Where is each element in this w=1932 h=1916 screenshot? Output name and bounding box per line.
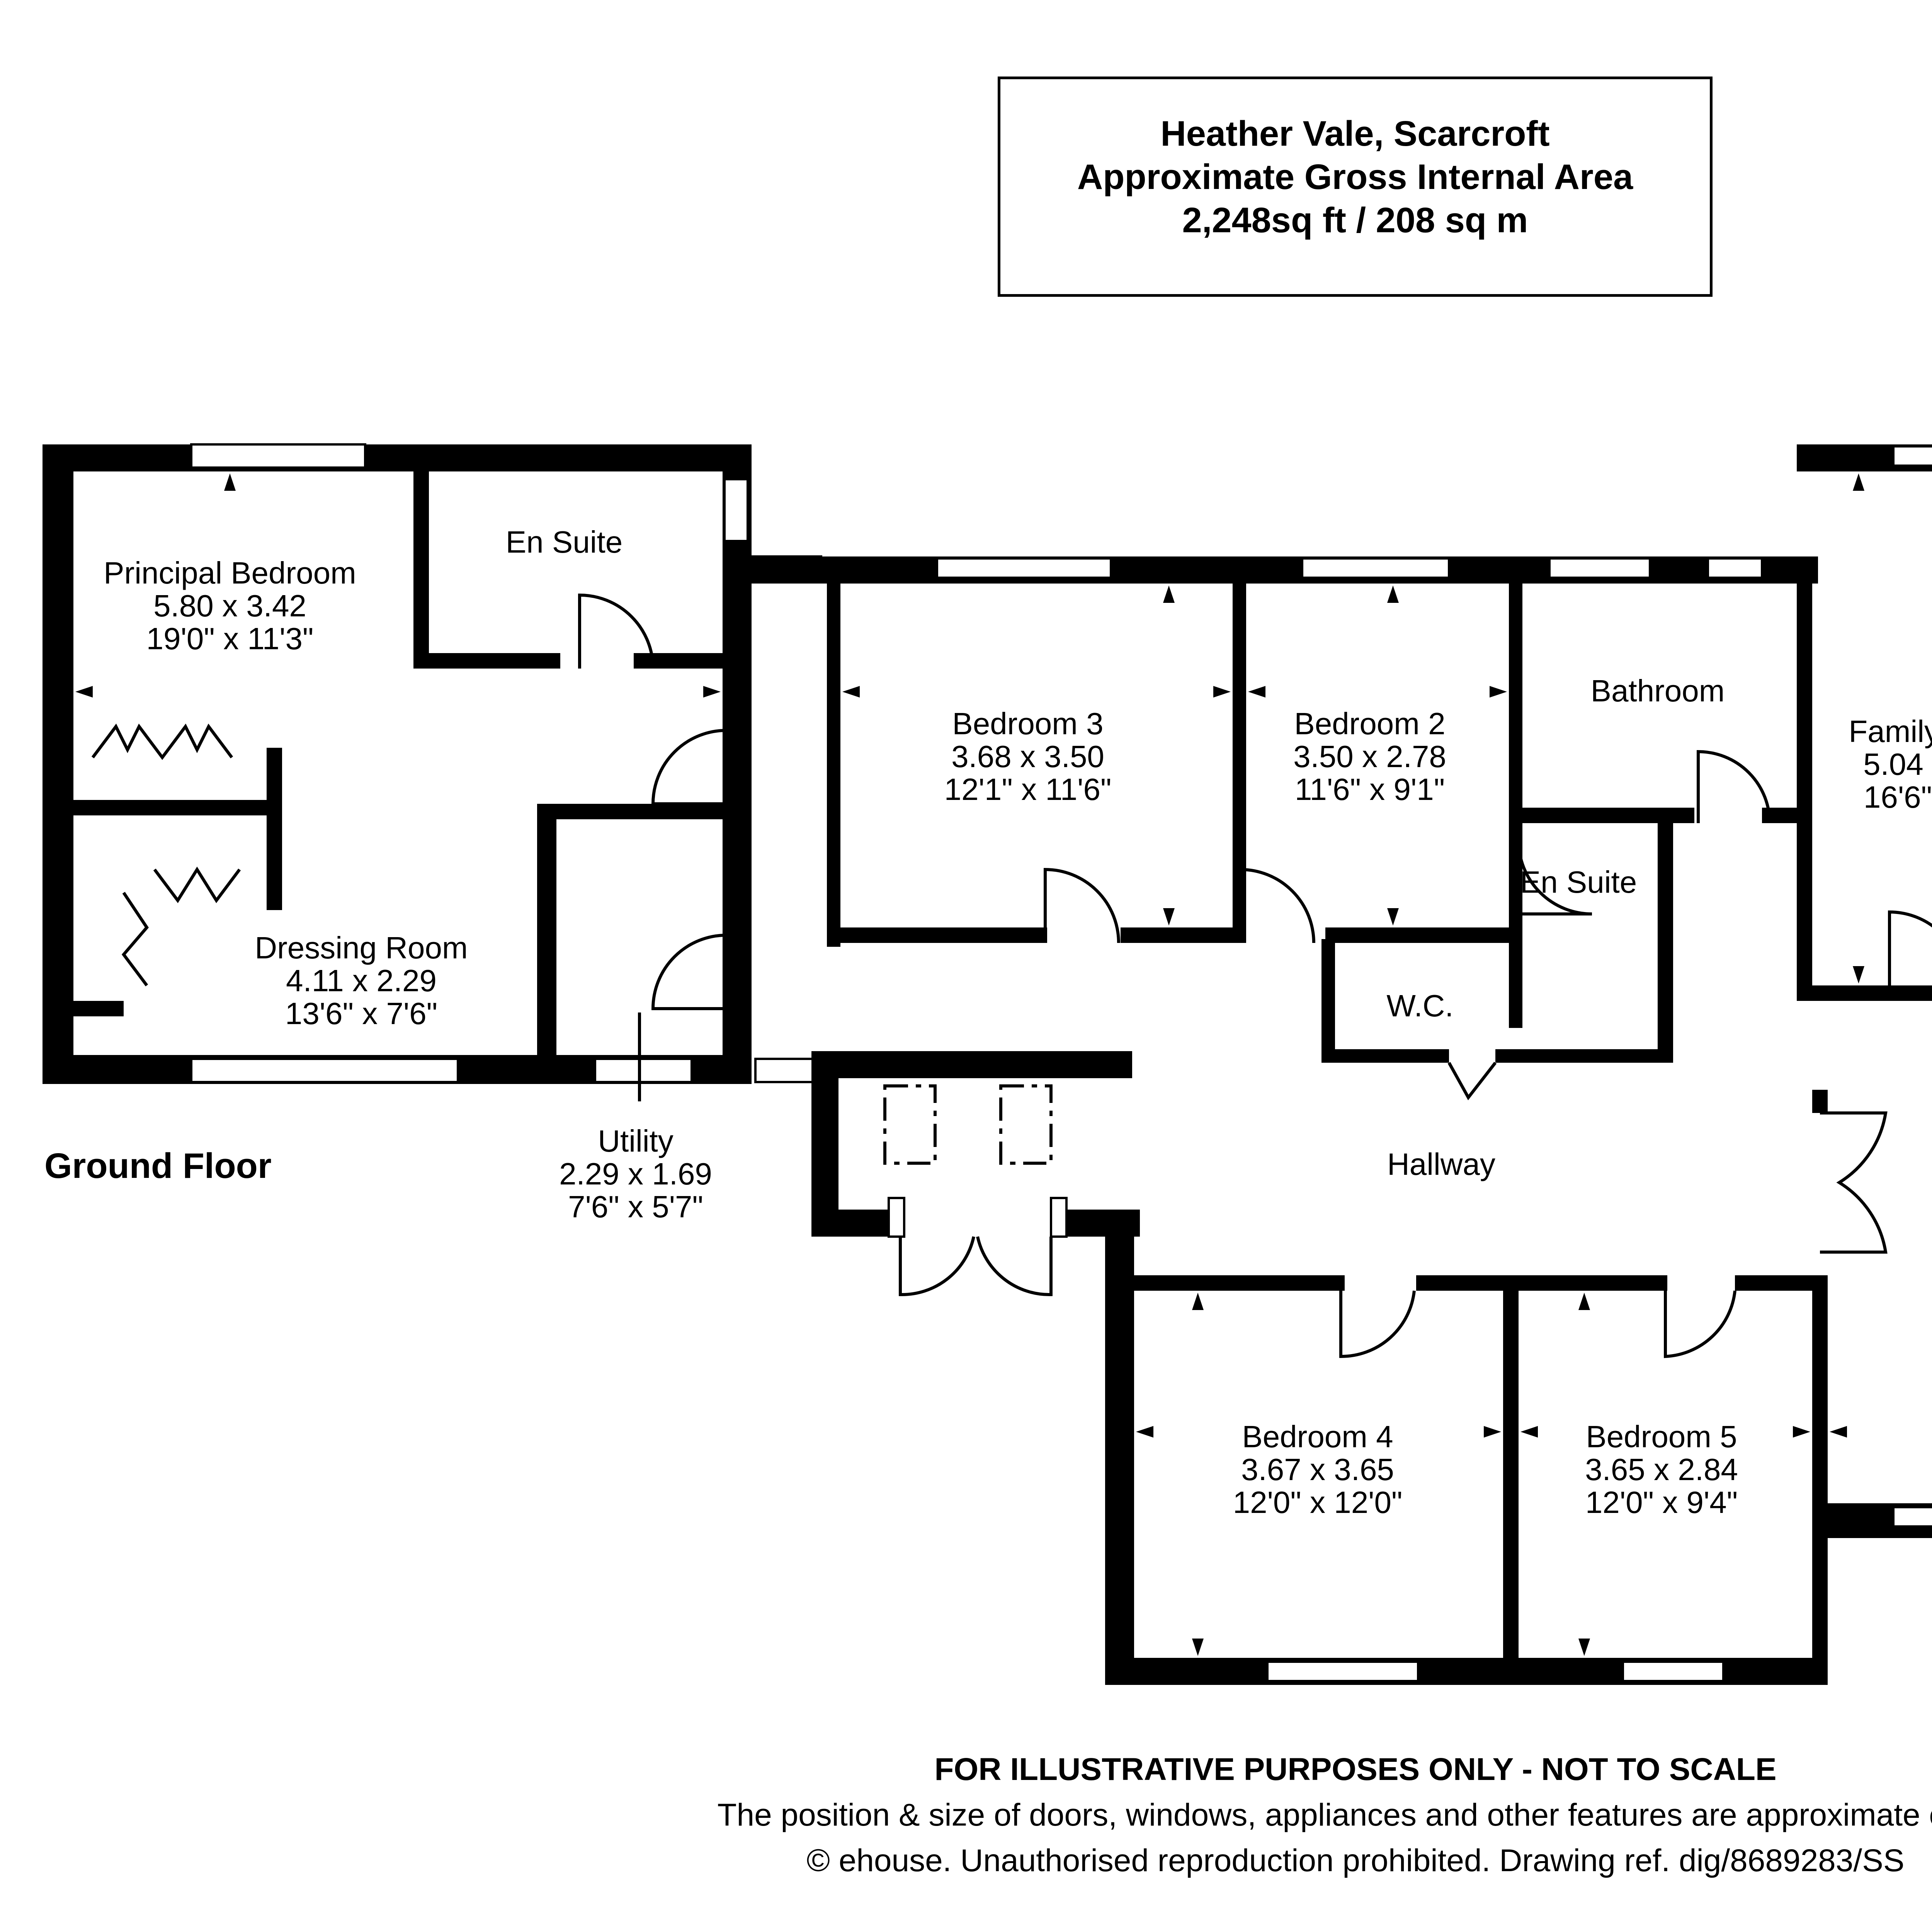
svg-text:Bedroom 2: Bedroom 2 bbox=[1294, 706, 1445, 741]
footer: FOR ILLUSTRATIVE PURPOSES ONLY - NOT TO … bbox=[0, 1747, 1932, 1884]
south-walls bbox=[811, 1051, 1932, 1685]
room-label-family-room: Family Room 5.04 x 2.33 16'6" x 7'8" bbox=[1849, 714, 1932, 814]
left-wing-doors bbox=[91, 593, 727, 1010]
svg-text:Dressing Room: Dressing Room bbox=[255, 931, 468, 965]
svg-text:3.65 x 2.84: 3.65 x 2.84 bbox=[1585, 1452, 1738, 1487]
title-box: Heather Vale, Scarcroft Approximate Gros… bbox=[998, 77, 1713, 297]
svg-text:4.11 x 2.29: 4.11 x 2.29 bbox=[286, 963, 437, 998]
svg-text:Utility: Utility bbox=[598, 1124, 673, 1158]
south-windows bbox=[888, 1197, 1932, 1682]
svg-text:2.29 x 1.69: 2.29 x 1.69 bbox=[559, 1157, 712, 1191]
svg-text:Principal Bedroom: Principal Bedroom bbox=[104, 556, 356, 590]
east-doors bbox=[1888, 910, 1932, 985]
room-label-bathroom: Bathroom bbox=[1591, 674, 1725, 708]
dimension-arrows bbox=[75, 473, 1864, 1656]
copyright: © ehouse. Unauthorised reproduction proh… bbox=[806, 1843, 1905, 1878]
svg-text:Bedroom 3: Bedroom 3 bbox=[952, 706, 1103, 741]
room-label-utility: Utility 2.29 x 1.69 7'6" x 5'7" bbox=[559, 1124, 712, 1224]
approximation-note: The position & size of doors, windows, a… bbox=[717, 1797, 1932, 1833]
svg-text:12'0" x 12'0": 12'0" x 12'0" bbox=[1233, 1485, 1403, 1520]
svg-text:3.67 x 3.65: 3.67 x 3.65 bbox=[1241, 1452, 1394, 1487]
svg-text:5.80 x 3.42: 5.80 x 3.42 bbox=[153, 589, 306, 623]
area-label: Approximate Gross Internal Area bbox=[1077, 157, 1633, 197]
svg-text:13'6" x 7'6": 13'6" x 7'6" bbox=[285, 996, 437, 1031]
svg-text:Bedroom 5: Bedroom 5 bbox=[1586, 1419, 1737, 1454]
property-name: Heather Vale, Scarcroft bbox=[1160, 114, 1550, 153]
hall-skylights bbox=[883, 1084, 1053, 1165]
svg-text:3.68 x 3.50: 3.68 x 3.50 bbox=[951, 739, 1104, 774]
svg-text:Family Room: Family Room bbox=[1849, 714, 1932, 749]
svg-text:7'6" x 5'7": 7'6" x 5'7" bbox=[568, 1189, 703, 1224]
svg-text:5.04 x 2.33: 5.04 x 2.33 bbox=[1863, 747, 1932, 781]
room-label-bedroom-3: Bedroom 3 3.68 x 3.50 12'1" x 11'6" bbox=[944, 706, 1112, 807]
svg-text:16'6" x 7'8": 16'6" x 7'8" bbox=[1864, 780, 1932, 814]
central-doors bbox=[1044, 750, 1771, 1101]
room-label-dressing-room: Dressing Room 4.11 x 2.29 13'6" x 7'6" bbox=[255, 931, 468, 1031]
room-label-en-suite-1: En Suite bbox=[506, 525, 622, 559]
disclaimer: FOR ILLUSTRATIVE PURPOSES ONLY - NOT TO … bbox=[934, 1752, 1777, 1787]
room-label-bedroom-2: Bedroom 2 3.50 x 2.78 11'6" x 9'1" bbox=[1293, 706, 1446, 807]
room-label-wc: W.C. bbox=[1386, 989, 1453, 1023]
svg-text:12'1" x 11'6": 12'1" x 11'6" bbox=[944, 772, 1112, 807]
room-label-hallway: Hallway bbox=[1387, 1147, 1495, 1181]
svg-text:Bedroom 4: Bedroom 4 bbox=[1242, 1419, 1393, 1454]
floor-label: Ground Floor bbox=[44, 1146, 272, 1186]
svg-text:12'0" x 9'4": 12'0" x 9'4" bbox=[1585, 1485, 1738, 1520]
south-doors bbox=[899, 1111, 1888, 1358]
svg-text:11'6" x 9'1": 11'6" x 9'1" bbox=[1295, 772, 1445, 807]
room-label-principal-bedroom: Principal Bedroom 5.80 x 3.42 19'0" x 11… bbox=[104, 556, 356, 656]
room-label-bedroom-4: Bedroom 4 3.67 x 3.65 12'0" x 12'0" bbox=[1233, 1419, 1403, 1520]
area-value: 2,248sq ft / 208 sq m bbox=[1182, 201, 1528, 240]
east-windows bbox=[1892, 445, 1932, 467]
central-windows bbox=[936, 557, 1763, 579]
room-label-en-suite-2: En Suite bbox=[1520, 865, 1637, 899]
svg-text:3.50 x 2.78: 3.50 x 2.78 bbox=[1293, 739, 1446, 774]
room-label-bedroom-5: Bedroom 5 3.65 x 2.84 12'0" x 9'4" bbox=[1585, 1419, 1738, 1520]
central-walls bbox=[752, 556, 1818, 1063]
svg-text:19'0" x 11'3": 19'0" x 11'3" bbox=[146, 621, 314, 656]
